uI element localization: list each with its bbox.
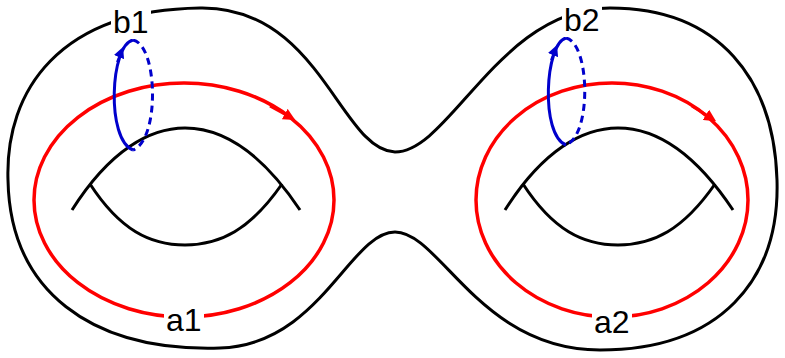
a-cycle bbox=[34, 83, 334, 317]
curve-label: a1 bbox=[164, 303, 204, 337]
hole-upper bbox=[505, 128, 733, 210]
curve-label: b2 bbox=[562, 3, 602, 37]
surface-outline bbox=[8, 8, 777, 350]
b-arrow bbox=[117, 52, 121, 62]
a-cycle bbox=[476, 83, 748, 317]
b-cycle-back bbox=[566, 38, 585, 145]
hole-upper bbox=[72, 128, 300, 210]
curve-label: a2 bbox=[592, 305, 632, 339]
b-cycle-front bbox=[548, 38, 566, 145]
b-cycle-back bbox=[133, 40, 153, 150]
b-cycle-front bbox=[114, 40, 133, 150]
a-arrow bbox=[692, 106, 711, 118]
hole-lower bbox=[523, 184, 715, 245]
b-arrow bbox=[551, 50, 555, 60]
a-arrow bbox=[270, 106, 290, 117]
curve-label: b1 bbox=[111, 5, 151, 39]
hole-lower bbox=[90, 184, 282, 245]
